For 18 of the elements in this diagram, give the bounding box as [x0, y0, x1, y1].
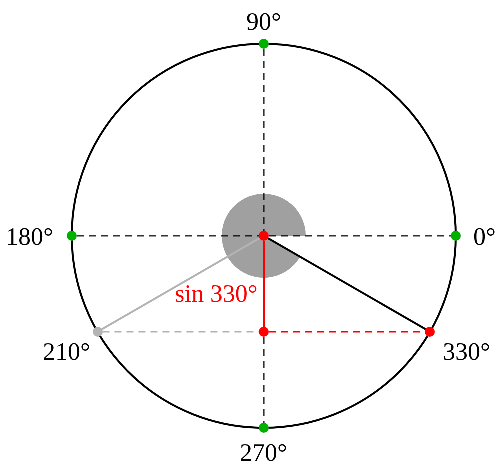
- angle-label: 180°: [6, 224, 54, 250]
- dashed-line: [77, 235, 451, 237]
- point-marker: [259, 39, 269, 49]
- angle-label: 0°: [474, 224, 496, 250]
- point-marker: [451, 231, 461, 241]
- line: [268, 238, 426, 330]
- angle-label: 330°: [443, 340, 490, 364]
- point-marker: [425, 327, 436, 337]
- point-marker: [259, 327, 269, 337]
- line: [263, 241, 265, 327]
- angle-label: 270°: [240, 440, 288, 466]
- angle-label: 90°: [246, 10, 282, 34]
- point-marker: [259, 423, 269, 433]
- point-marker: [67, 231, 77, 241]
- edge-label: sin 330°: [175, 282, 258, 306]
- point-marker: [92, 327, 103, 337]
- line: [102, 238, 260, 330]
- angle-label: 210°: [43, 340, 90, 364]
